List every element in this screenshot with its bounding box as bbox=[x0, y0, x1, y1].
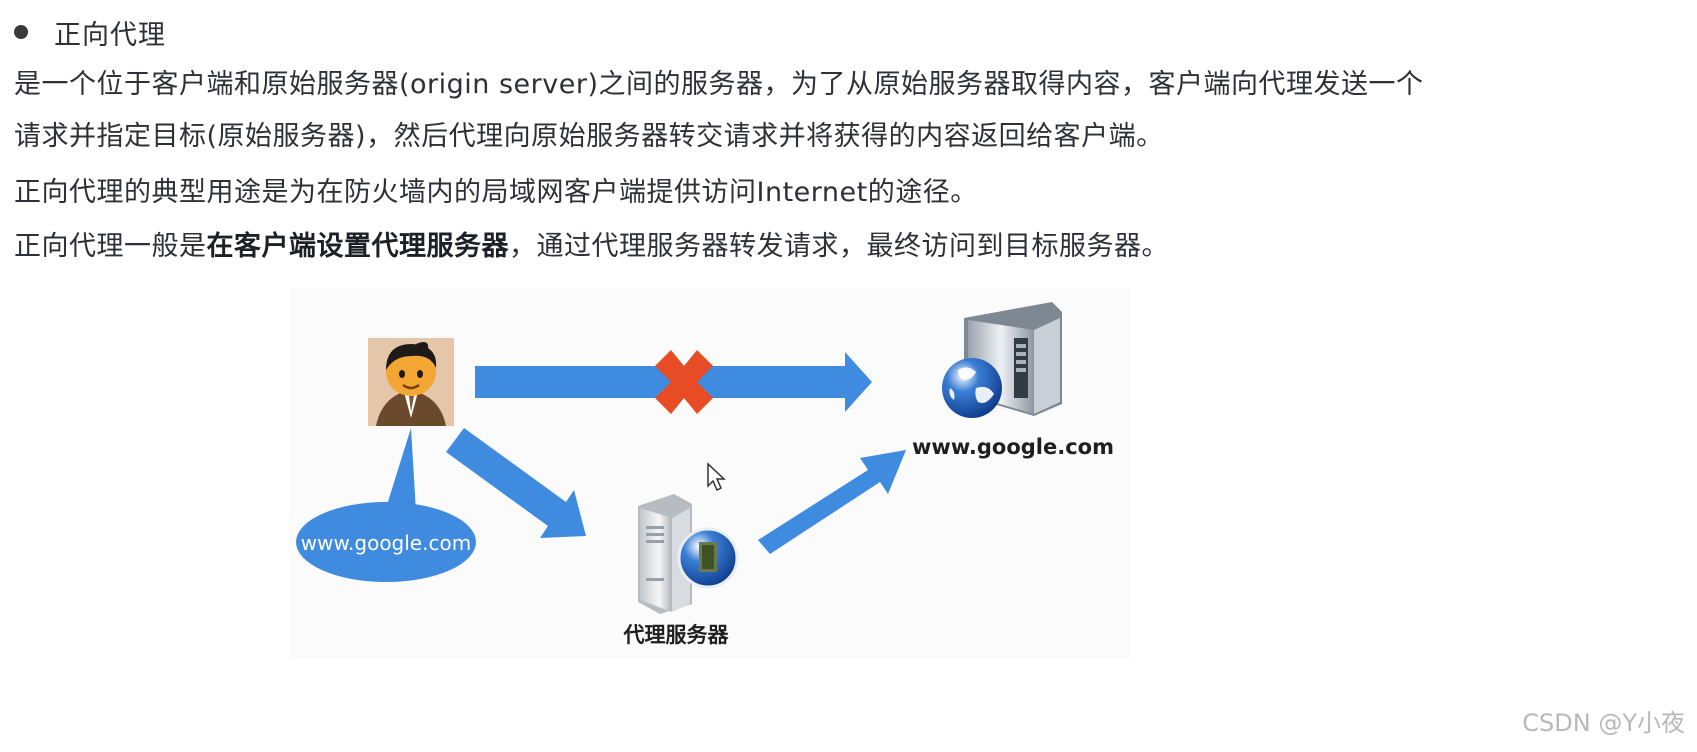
csdn-watermark: CSDN @Y小夜 bbox=[1522, 709, 1685, 737]
setup-bold-text: 在客户端设置代理服务器 bbox=[206, 231, 509, 262]
bullet-icon bbox=[14, 25, 28, 39]
globe-server-icon bbox=[942, 302, 1062, 418]
speech-bubble-text: www.google.com bbox=[301, 531, 471, 555]
cursor-icon bbox=[707, 462, 726, 492]
proxy-server-icon bbox=[638, 494, 739, 614]
forward-proxy-diagram: www.google.com www.google.com 代理服务器 bbox=[290, 288, 1130, 658]
section-heading: 正向代理 bbox=[14, 12, 166, 52]
proxy-to-target-arrow bbox=[758, 450, 906, 554]
client-to-proxy-arrow bbox=[446, 428, 586, 538]
definition-line-1: 是一个位于客户端和原始服务器(origin server)之间的服务器，为了从原… bbox=[14, 69, 1424, 100]
target-server-label: www.google.com bbox=[912, 435, 1114, 459]
blocked-x-icon bbox=[655, 350, 713, 414]
definition-line-2: 请求并指定目标(原始服务器)，然后代理向原始服务器转交请求并将获得的内容返回给客… bbox=[14, 121, 1164, 152]
usage-line: 正向代理的典型用途是为在防火墙内的局域网客户端提供访问Internet的途径。 bbox=[14, 177, 978, 208]
setup-suffix: ，通过代理服务器转发请求，最终访问到目标服务器。 bbox=[509, 231, 1169, 262]
setup-prefix: 正向代理一般是 bbox=[14, 231, 207, 262]
proxy-server-label: 代理服务器 bbox=[623, 623, 730, 647]
speech-bubble bbox=[296, 428, 476, 582]
user-avatar-icon bbox=[368, 338, 454, 426]
heading-title: 正向代理 bbox=[54, 19, 166, 51]
setup-line: 正向代理一般是在客户端设置代理服务器，通过代理服务器转发请求，最终访问到目标服务… bbox=[14, 224, 1169, 263]
